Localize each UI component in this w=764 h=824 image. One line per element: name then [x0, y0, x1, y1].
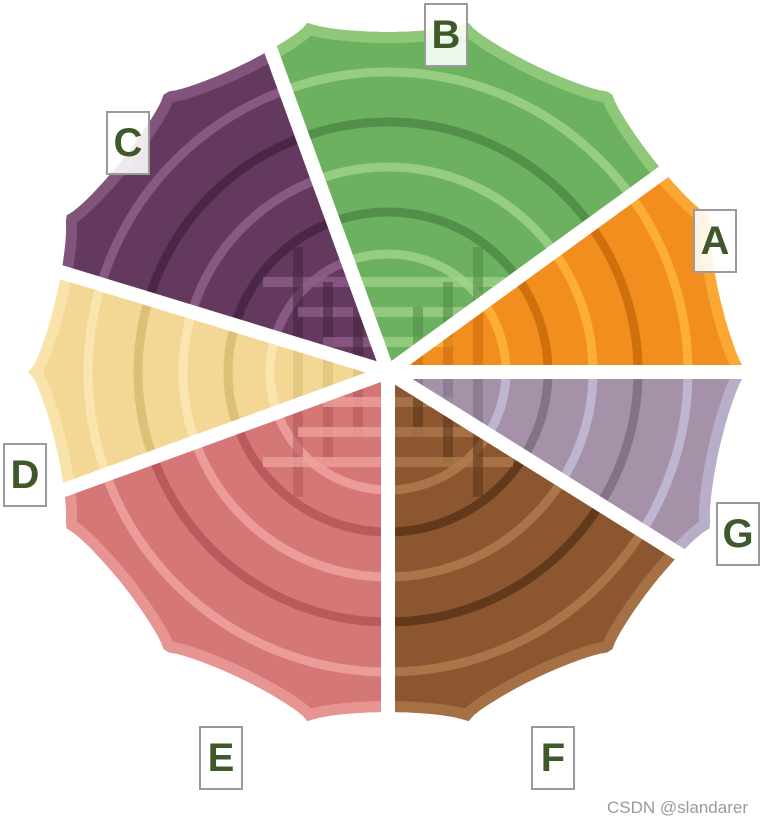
pattern-band	[298, 307, 389, 317]
pattern-band	[293, 249, 303, 497]
slice-label-c: C	[106, 111, 150, 175]
pattern-band	[298, 427, 389, 437]
pattern-ring	[178, 249, 389, 516]
pattern-band	[413, 307, 423, 372]
scallop-rim	[388, 372, 745, 722]
pattern-ring	[265, 249, 511, 372]
slice-gap	[245, 0, 395, 375]
slice-label-e: E	[199, 726, 243, 790]
slice-gap	[0, 246, 391, 379]
slice-label-a: A	[693, 209, 737, 273]
slice-gap	[0, 365, 391, 521]
slice-label-d: D	[3, 443, 47, 507]
slice-d-fill	[28, 249, 388, 516]
pattern-ring	[244, 117, 643, 372]
pattern-band	[298, 307, 478, 317]
pattern-band	[388, 457, 513, 467]
pattern-ring	[133, 249, 389, 516]
slice-gap	[383, 113, 741, 378]
slice-label-g: G	[716, 502, 760, 566]
pattern-band	[323, 372, 333, 462]
pattern-band	[323, 282, 333, 373]
pattern-ring	[83, 249, 389, 516]
pattern-ring	[244, 67, 693, 372]
pattern-band	[353, 307, 363, 437]
slice-gaps	[0, 0, 764, 802]
pattern-band	[323, 397, 389, 407]
watermark: CSDN @slandarer	[606, 798, 748, 817]
pattern-ring	[244, 162, 598, 372]
pattern-band	[353, 307, 363, 373]
pattern-band	[263, 277, 513, 287]
pattern-band	[323, 337, 453, 347]
pattern-band	[323, 282, 333, 462]
slice-gap	[384, 366, 757, 606]
slice-e-fill	[28, 372, 388, 722]
scallop-rim	[244, 22, 728, 372]
pattern-ring	[244, 207, 553, 372]
slice-label-b: B	[424, 3, 468, 67]
slice-label-f: F	[531, 726, 575, 790]
pattern-band	[263, 457, 389, 467]
pattern-band	[413, 372, 423, 437]
pattern-ring	[223, 249, 389, 516]
pattern-band	[388, 427, 478, 437]
